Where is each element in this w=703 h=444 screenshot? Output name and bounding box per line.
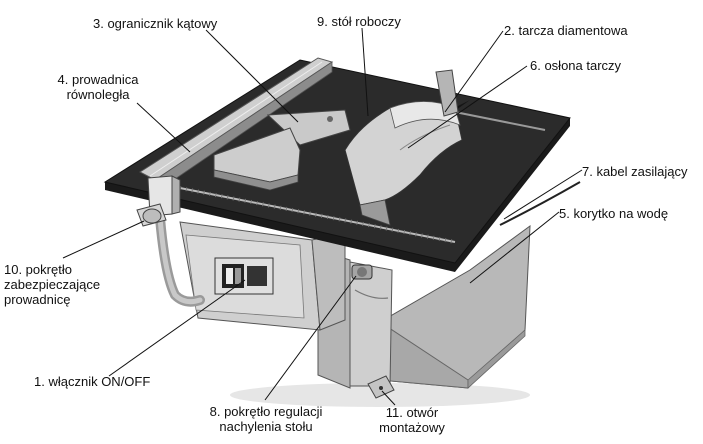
table-edge [105, 118, 570, 272]
angle-guide [213, 109, 351, 191]
label-mounting-hole-line2: montażowy [379, 420, 445, 435]
label-work-table: 9. stół roboczy [317, 14, 401, 29]
leader-lines [62, 27, 583, 406]
label-fence-lock-knob: 10. pokrętło zabezpieczające prowadnicę [4, 262, 100, 307]
fence-lock-knob[interactable] [136, 203, 167, 227]
label-fence-lock-knob-line3: prowadnicę [4, 292, 71, 307]
label-tilt-knob-line1: 8. pokrętło regulacji [209, 404, 323, 419]
label-tilt-knob: 8. pokrętło regulacji nachylenia stołu [186, 404, 346, 434]
label-fence-lock-knob-line1: 10. pokrętło [4, 262, 72, 277]
power-cable [499, 181, 581, 226]
label-on-off-switch: 1. włącznik ON/OFF [34, 374, 151, 389]
label-fence-lock-knob-line2: zabezpieczające [4, 277, 101, 292]
on-off-switch[interactable] [214, 257, 274, 295]
scale-ruler-front [179, 187, 456, 243]
label-blade-guard: 6. osłona tarczy [530, 58, 622, 73]
label-power-cable: 7. kabel zasilający [582, 164, 688, 179]
label-angle-guide: 3. ogranicznik kątowy [93, 16, 218, 31]
water-tray-side [467, 329, 526, 389]
blade-guard [344, 101, 463, 226]
label-mounting-hole: 11. otwór montażowy [372, 405, 452, 435]
tilt-adjust-knob[interactable] [351, 264, 373, 280]
label-mounting-hole-line1: 11. otwór [385, 405, 439, 420]
guard-bracket [435, 69, 459, 117]
label-parallel-fence: 4. prowadnica równoległa [42, 72, 154, 102]
mounting-bracket [367, 375, 395, 399]
label-parallel-fence-line2: równoległa [66, 87, 130, 102]
label-diamond-blade: 2. tarcza diamentowa [504, 23, 628, 38]
label-parallel-fence-line1: 4. prowadnica [57, 72, 139, 87]
scale-ruler-back [444, 109, 546, 131]
label-water-tray: 5. korytko na wodę [559, 206, 669, 221]
tilt-arc-bracket [349, 261, 393, 387]
label-tilt-knob-line2: nachylenia stołu [219, 419, 313, 434]
